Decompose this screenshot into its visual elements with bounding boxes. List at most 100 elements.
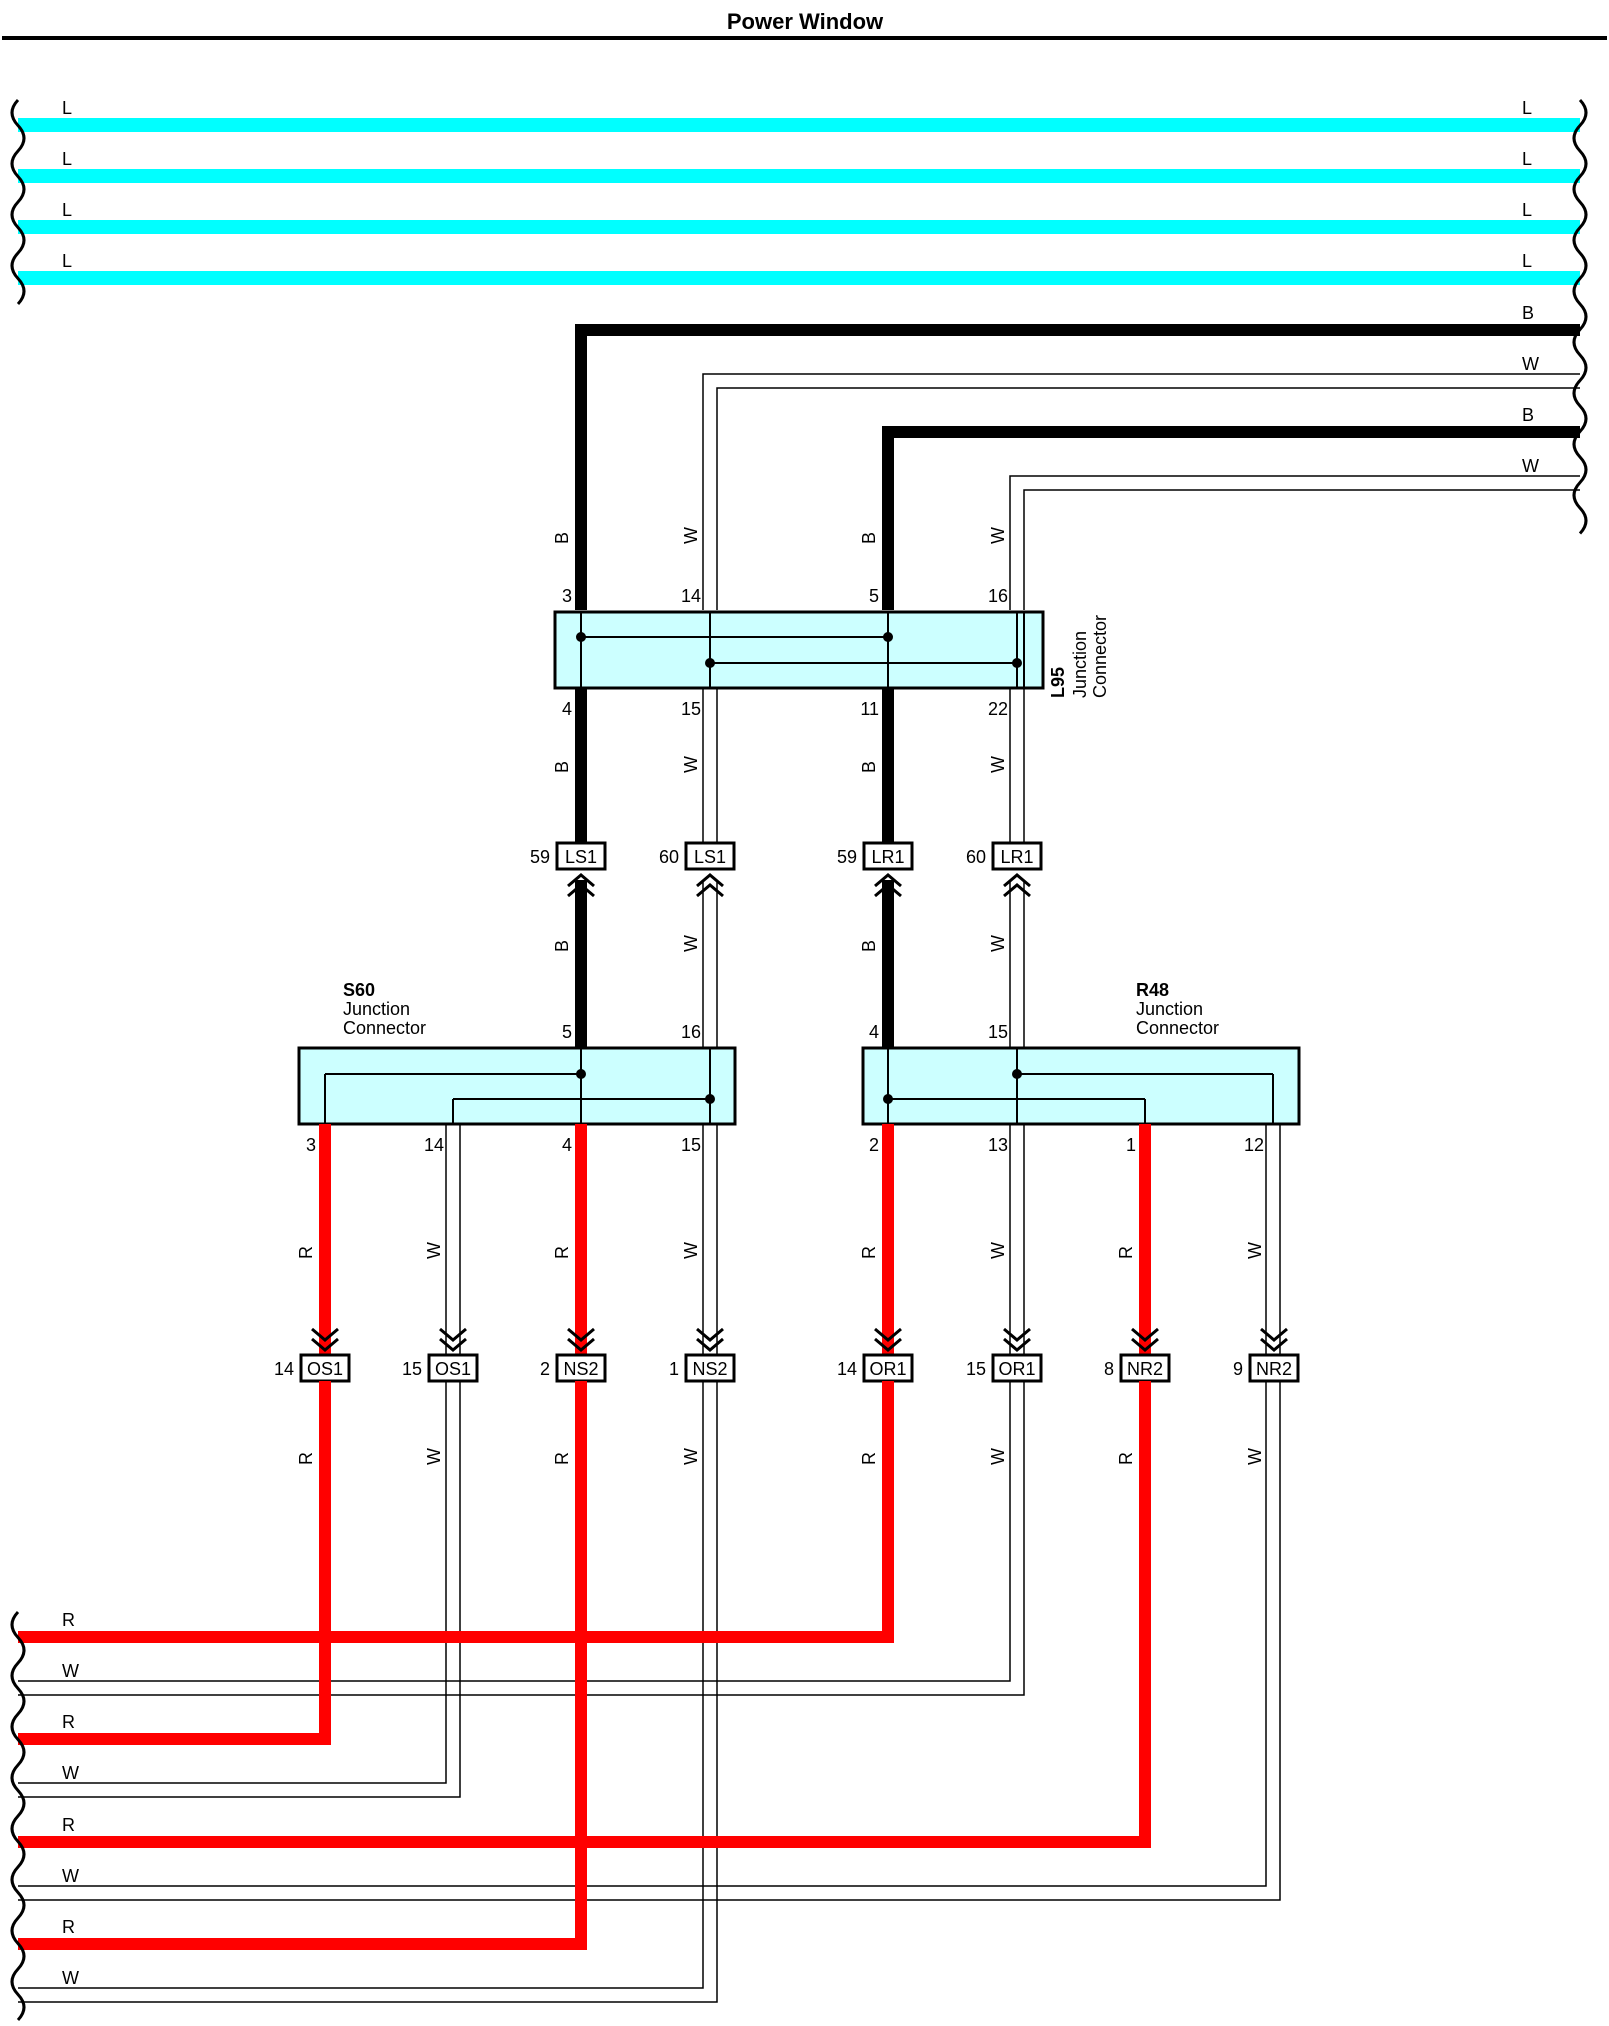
plug-ls1-59 (555, 841, 607, 871)
left-wire-label-3: R (62, 1712, 75, 1732)
break-mark-right (1572, 98, 1588, 535)
top-wire-label-left-4: L (62, 251, 72, 271)
plug-os1-15 (427, 1353, 479, 1383)
code-s60-bottom-1: R (296, 1246, 316, 1259)
code-s60-bottom-4: W (681, 1242, 701, 1259)
l95-name-line1: Junction (1070, 631, 1090, 698)
break-mark-bottom-left (10, 1610, 26, 2022)
plug-or1-15-pin: 15 (966, 1359, 986, 1379)
code-l95-top-1: B (552, 532, 572, 544)
code-between-3: B (859, 940, 879, 952)
wire-w-2-b (1023, 489, 1580, 610)
l95-id: L95 (1048, 667, 1068, 698)
plug-lr1-59-name: LR1 (871, 847, 904, 867)
plug-lr1-59 (862, 841, 914, 871)
s60-name-line1: Junction (343, 999, 410, 1019)
top-wire-label-left-2: L (62, 149, 72, 169)
left-wire-label-1: R (62, 1610, 75, 1630)
code-below-plug-8: W (1245, 1448, 1265, 1465)
plug-nr2-9-pin: 9 (1233, 1359, 1243, 1379)
top-wire-bundle: L L L L L L L L (18, 98, 1580, 285)
r48-bottom-pin-3: 1 (1126, 1135, 1136, 1155)
lower-plug-row: OS1 14 OS1 15 NS2 2 NS2 1 OR1 14 OR1 15 … (274, 1353, 1300, 1383)
code-below-plug-7: R (1116, 1452, 1136, 1465)
code-l95-bottom-4: W (988, 756, 1008, 773)
upper-plug-chevrons (567, 873, 1031, 898)
code-s60-bottom-3: R (552, 1246, 572, 1259)
plug-ns2-1-pin: 1 (669, 1359, 679, 1379)
s60-id: S60 (343, 980, 375, 1000)
plug-ns2-1 (684, 1353, 736, 1383)
s60-name-line2: Connector (343, 1018, 426, 1038)
plug-nr2-9 (1248, 1353, 1300, 1383)
r48-bottom-pin-2: 13 (988, 1135, 1008, 1155)
plug-nr2-8-pin: 8 (1104, 1359, 1114, 1379)
code-l95-bottom-2: W (681, 756, 701, 773)
left-wire-label-7: R (62, 1917, 75, 1937)
r48-top-pin-1: 4 (869, 1022, 879, 1042)
plug-ns2-2-name: NS2 (563, 1359, 598, 1379)
code-between-4: W (988, 935, 1008, 952)
code-l95-bottom-1: B (552, 761, 572, 773)
code-below-plug-6: W (988, 1448, 1008, 1465)
plug-lr1-60-name: LR1 (1000, 847, 1033, 867)
s60-top-pin-2: 16 (681, 1022, 701, 1042)
right-wire-label-1: B (1522, 303, 1534, 323)
plug-ls1-60 (684, 841, 736, 871)
s60-box (297, 1046, 737, 1126)
page-title: Power Window (727, 9, 884, 34)
code-below-plug-4: W (681, 1448, 701, 1465)
l95-name-line2: Connector (1090, 615, 1110, 698)
plug-nr2-8 (1119, 1353, 1171, 1383)
top-wire-label-left-1: L (62, 98, 72, 118)
lower-plug-chevrons (311, 1327, 1288, 1352)
left-wire-label-4: W (62, 1763, 79, 1783)
r48-name-line2: Connector (1136, 1018, 1219, 1038)
top-wire-label-right-2: L (1522, 149, 1532, 169)
plug-ns2-2 (555, 1353, 607, 1383)
plug-or1-15 (991, 1353, 1043, 1383)
right-wire-label-4: W (1522, 456, 1539, 476)
wire-w-2-a (1009, 475, 1580, 610)
top-wire-label-right-3: L (1522, 200, 1532, 220)
l95-bottom-pin-1: 4 (562, 699, 572, 719)
s60-bottom-pin-2: 14 (424, 1135, 444, 1155)
code-below-plug-1: R (296, 1452, 316, 1465)
s60-top-pin-1: 5 (562, 1022, 572, 1042)
code-l95-top-4: W (988, 527, 1008, 544)
plug-lr1-60-pin: 60 (966, 847, 986, 867)
wire-w-1-b (716, 387, 1580, 610)
l95-box (553, 610, 1045, 690)
code-r48-bottom-1: R (859, 1246, 879, 1259)
plug-os1-14-name: OS1 (307, 1359, 343, 1379)
r48-name-line1: Junction (1136, 999, 1203, 1019)
plug-or1-15-name: OR1 (998, 1359, 1035, 1379)
code-below-plug-3: R (552, 1452, 572, 1465)
bottom-red-wires (18, 1381, 1151, 1950)
plug-ns2-1-name: NS2 (692, 1359, 727, 1379)
left-wire-label-8: W (62, 1968, 79, 1988)
s60-bottom-pin-4: 15 (681, 1135, 701, 1155)
right-wire-bundle: B W B W (575, 303, 1580, 610)
l95-bottom-pin-2: 15 (681, 699, 701, 719)
s60-bottom-pin-1: 3 (306, 1135, 316, 1155)
plug-os1-15-pin: 15 (402, 1359, 422, 1379)
code-below-plug-2: W (424, 1448, 444, 1465)
code-l95-top-2: W (681, 527, 701, 544)
plug-os1-15-name: OS1 (435, 1359, 471, 1379)
wire-w-1-a (702, 373, 1580, 610)
code-r48-bottom-2: W (988, 1242, 1008, 1259)
l95-junction-connector: L95 Junction Connector (553, 610, 1110, 698)
code-below-plug-5: R (859, 1452, 879, 1465)
code-r48-bottom-4: W (1245, 1242, 1265, 1259)
plug-os1-14-pin: 14 (274, 1359, 294, 1379)
code-between-2: W (681, 935, 701, 952)
r48-junction-connector (861, 1046, 1301, 1126)
plug-or1-14-pin: 14 (837, 1359, 857, 1379)
left-wire-label-2: W (62, 1661, 79, 1681)
r48-top-pin-2: 15 (988, 1022, 1008, 1042)
plug-lr1-60 (991, 841, 1043, 871)
l95-top-pin-1: 3 (562, 586, 572, 606)
r48-box (861, 1046, 1301, 1126)
l95-top-pin-4: 16 (988, 586, 1008, 606)
